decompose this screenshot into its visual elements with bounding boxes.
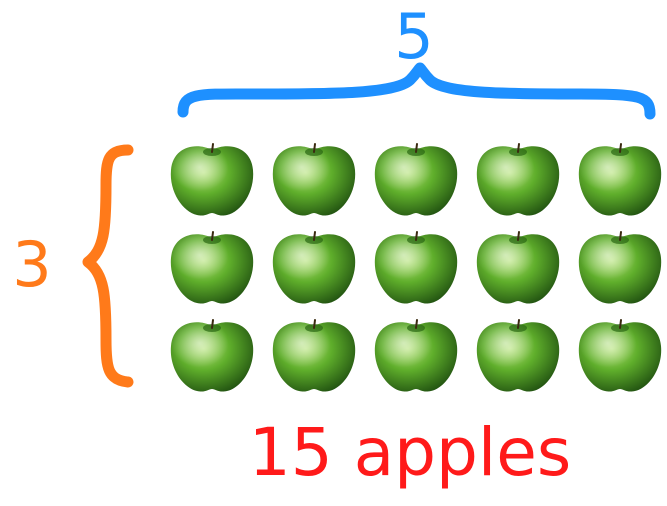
apple-row — [171, 320, 661, 392]
green-apple-icon — [375, 144, 457, 216]
green-apple-icon — [375, 232, 457, 304]
green-apple-icon — [375, 320, 457, 392]
rows-label: 3 — [12, 228, 51, 301]
columns-brace — [183, 68, 650, 114]
total-label: 15 apples — [249, 414, 572, 491]
green-apple-icon — [477, 232, 559, 304]
green-apple-icon — [579, 232, 661, 304]
columns-label: 5 — [394, 0, 433, 73]
green-apple-icon — [579, 320, 661, 392]
green-apple-icon — [273, 144, 355, 216]
green-apple-icon — [171, 144, 253, 216]
green-apple-icon — [579, 144, 661, 216]
rows-brace — [88, 150, 128, 382]
apple-row — [171, 144, 661, 216]
apple-grid — [171, 144, 661, 392]
green-apple-icon — [477, 144, 559, 216]
green-apple-icon — [171, 320, 253, 392]
green-apple-icon — [273, 232, 355, 304]
apple-row — [171, 232, 661, 304]
green-apple-icon — [171, 232, 253, 304]
green-apple-icon — [273, 320, 355, 392]
green-apple-icon — [477, 320, 559, 392]
